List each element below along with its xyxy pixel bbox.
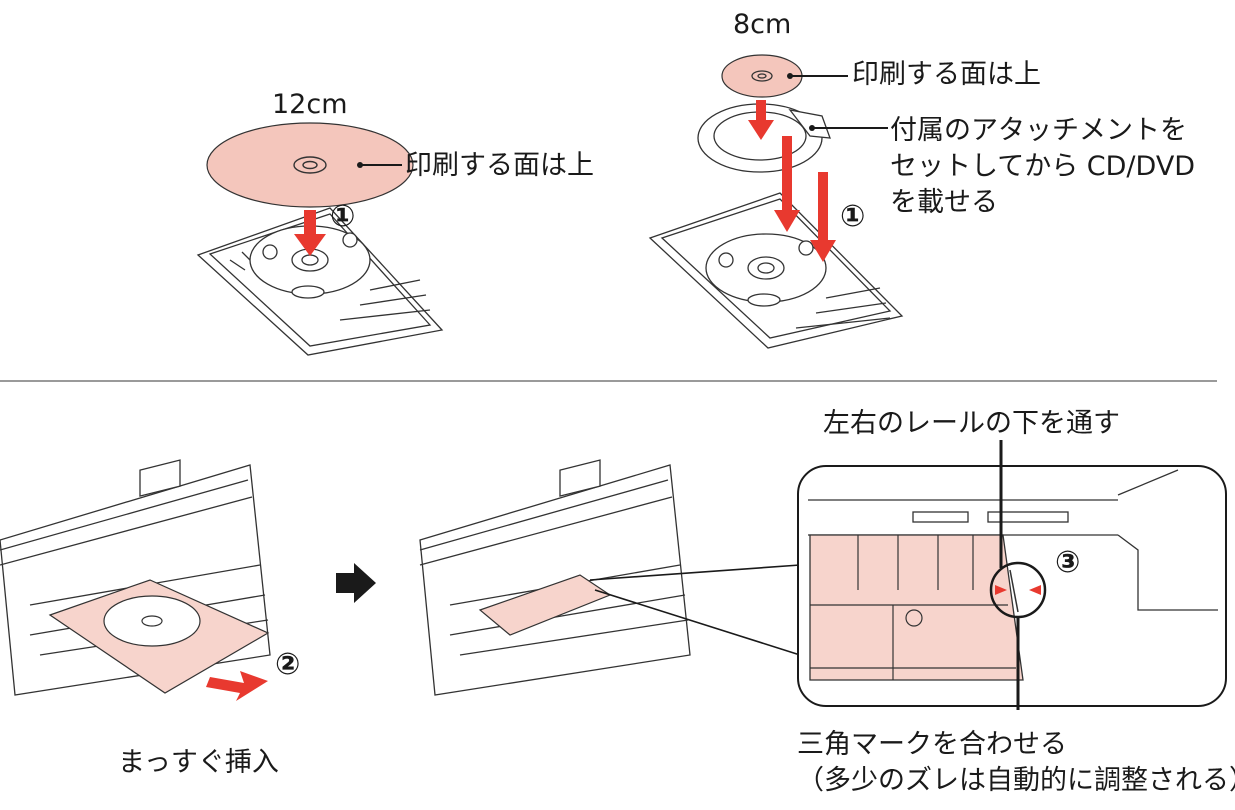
printer-insert-illustration [0,459,271,701]
step-2-marker: ② [275,647,301,682]
size-label-8cm: 8cm [733,9,792,40]
print-side-label-12cm: 印刷する面は上 [405,150,594,181]
push-arrow-icon [206,671,268,701]
down-arrow-icon [748,100,836,262]
alignment-note: 三角マークを合わせる （多少のズレは自動的に調整される） [797,727,1235,799]
attachment-note-line-2: セットしてから CD/DVD [890,151,1196,182]
zoom-detail [797,440,1227,710]
print-side-label-8cm: 印刷する面は上 [852,59,1041,90]
disc-12cm-illustration [196,122,444,356]
tray-detail [809,534,1024,681]
section-divider [0,380,1217,382]
triangle-mark-icon [995,585,1041,595]
alignment-note-line-1: 三角マークを合わせる [797,729,1067,760]
cd-tray-right [648,192,904,349]
step-3-marker: ③ [1055,545,1081,580]
step-1-marker-right: ① [840,199,866,234]
disc-12cm [206,122,414,208]
attachment-note-line-3: を載せる [890,187,998,218]
alignment-note-line-2: （多少のズレは自動的に調整される） [797,765,1235,796]
attachment-note-line-1: 付属のアタッチメントを [890,115,1187,146]
attachment-note: 付属のアタッチメントを セットしてから CD/DVD を載せる [890,113,1195,221]
size-label-12cm: 12cm [272,89,348,120]
disc-8cm-illustration [648,54,904,349]
cd-tray [196,207,444,356]
step-1-marker-left: ① [330,199,356,234]
insert-straight-caption: まっすぐ挿入 [118,747,279,778]
rail-label: 左右のレールの下を通す [823,408,1120,439]
next-step-arrow-icon [336,563,376,603]
printer-inserted-illustration [419,459,801,696]
insert-arrow-icon [294,210,326,256]
